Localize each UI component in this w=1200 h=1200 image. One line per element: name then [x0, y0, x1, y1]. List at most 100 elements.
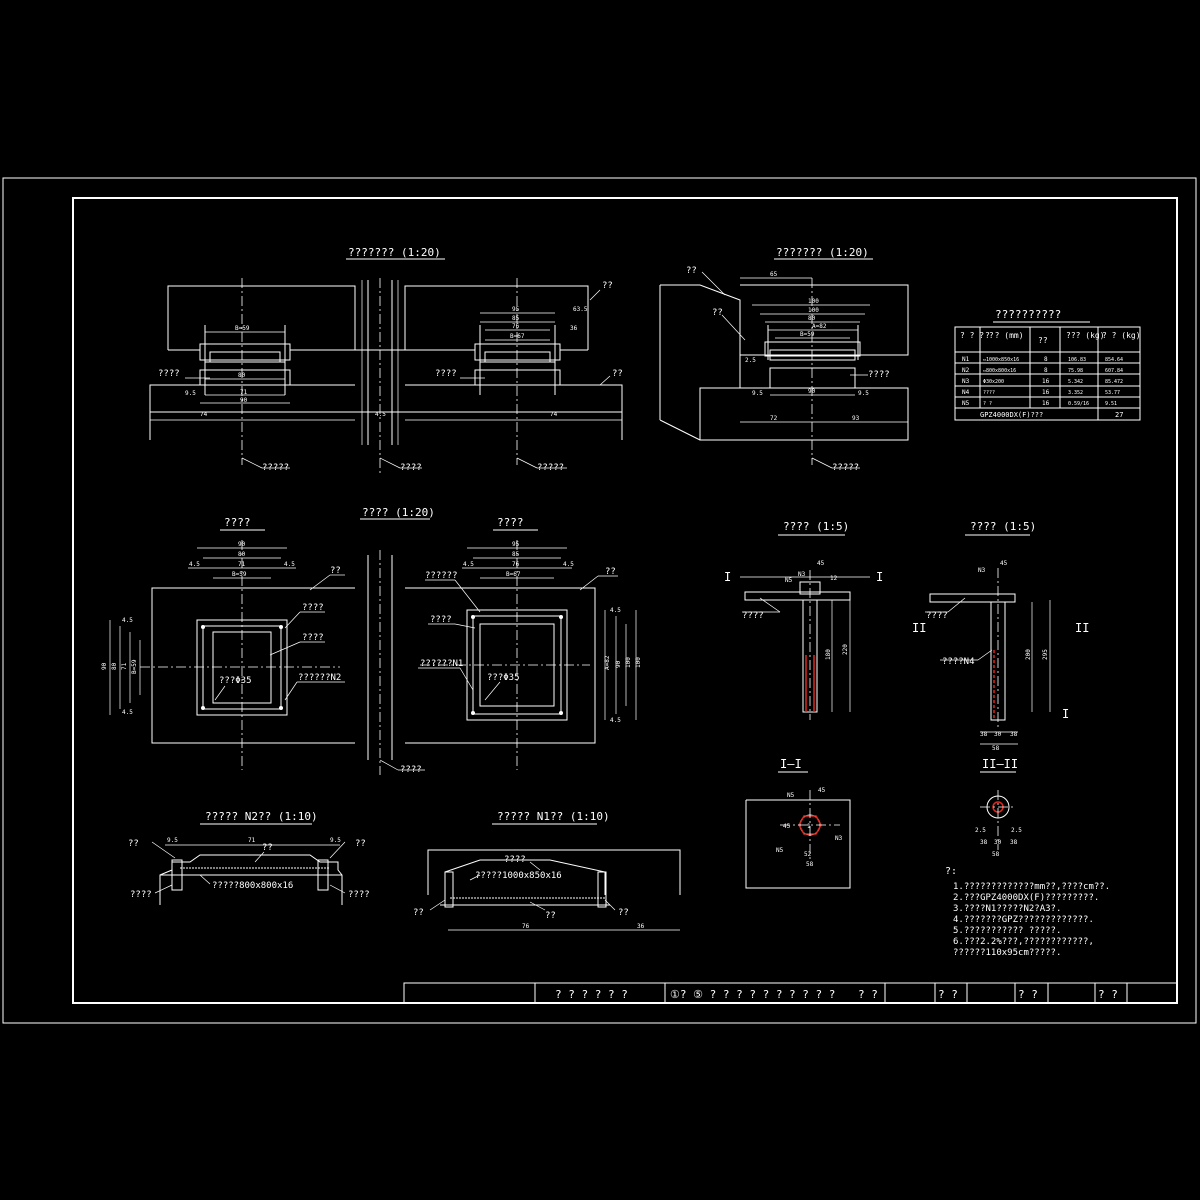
section-ii-dim-2-5b: 2.5 — [1011, 827, 1022, 834]
dim-9-5-right-b: 9.5 — [858, 390, 869, 397]
plan-dim-95: 95 — [512, 541, 520, 548]
label-cl-right: ????? — [832, 463, 859, 473]
anchor-a-dim-12: 12 — [830, 575, 838, 582]
label-deck-right: ?? — [686, 266, 697, 276]
section-ii-dim-2-5a: 2.5 — [975, 827, 986, 834]
section-i-dim-45b: 45 — [783, 823, 791, 830]
section-i-core: 1 — [807, 823, 811, 830]
n2-label-beam: ?? — [128, 839, 139, 849]
plan-dim-side-80: 80 — [111, 662, 118, 670]
title-cell-3: ? ? — [858, 988, 878, 1001]
note-1: 1.?????????????mm??,????cm??. — [953, 882, 1110, 892]
anchor-a-sec-right: I — [876, 570, 883, 584]
section-i-n3: N3 — [835, 835, 843, 842]
td-3-1: ???? — [983, 390, 995, 396]
plan-dim-side-110: 100 — [635, 657, 642, 668]
td-0-4: 854.64 — [1105, 357, 1123, 363]
dim-81: 80 — [808, 315, 816, 322]
anchor-detail-a: ???? (1:5) I I 220 180 45 12 N3 N5 ???? — [724, 520, 883, 720]
dim-63-5: 63.5 — [573, 306, 588, 313]
table-footer-label: GPZ4000DX(F)??? — [980, 411, 1043, 419]
plan-label-hole-right: ???Φ35 — [487, 673, 520, 683]
dim-a82: A=82 — [812, 323, 827, 330]
plan-dim-r-side-4-5a: 4.5 — [610, 607, 621, 614]
dim-74-left: 74 — [200, 411, 208, 418]
td-2-0: N3 — [962, 378, 970, 385]
td-1-4: 607.84 — [1105, 368, 1123, 374]
anchor-a-title: ???? (1:5) — [783, 520, 849, 533]
anchor-a-sec-left: I — [724, 570, 731, 584]
dim-71-left: 71 — [240, 389, 248, 396]
n2-label-top: ?? — [262, 843, 273, 853]
plan-label-a: ???? — [302, 603, 324, 613]
td-3-0: N4 — [962, 389, 970, 396]
dim-36: 36 — [570, 325, 578, 332]
section-ii-dim-38b: 38 — [1010, 839, 1018, 846]
td-4-4: 9.51 — [1105, 401, 1117, 407]
outer-frame — [2, 177, 1197, 1024]
section-i-dim-58: 58 — [806, 861, 814, 868]
note-2: 2.???GPZ4000DX(F)?????????. — [953, 893, 1099, 903]
label-bearing-left: ???? — [158, 369, 180, 379]
plan-view: ???? (1:20) ???? ???? 90 — [101, 506, 642, 775]
title-cell-4: ? ? — [938, 988, 958, 1001]
td-4-2: 16 — [1042, 400, 1050, 407]
n2-dim-9-5a: 9.5 — [167, 837, 178, 844]
section-ii-dim-30: 30 — [994, 839, 1002, 846]
label-bearing-right-view: ???? — [868, 370, 890, 380]
notes-block: ?: 1.?????????????mm??,????cm??. 2.???GP… — [945, 866, 1110, 958]
plan-dim-side-71: 71 — [121, 662, 128, 670]
anchor-b-label-q4: ???? — [926, 611, 948, 621]
dim-85: 85 — [512, 315, 520, 322]
th-2: ?? — [1038, 336, 1048, 345]
dim-9-5-right-a: 9.5 — [752, 390, 763, 397]
n2-dim-9-5b: 9.5 — [330, 837, 341, 844]
plan-dim-b67: B=67 — [506, 571, 521, 578]
plan-dim-side-91: 90 — [615, 660, 622, 668]
section-i-n5: N5 — [787, 792, 795, 799]
n2-label-pier-right: ???? — [348, 890, 370, 900]
table-footer-value: 27 — [1115, 411, 1123, 419]
section-i-dim-52: 52 — [804, 851, 812, 858]
plan-dim-r-4-5b: 4.5 — [563, 561, 574, 568]
plan-label-b: ???? — [302, 633, 324, 643]
anchor-a-dim-45: 45 — [817, 560, 825, 567]
plan-title: ???? (1:20) — [362, 506, 435, 519]
material-table: ?????????? ? ? ? ? ? ? (mm) ?? ??? (kg) … — [954, 308, 1141, 421]
plan-label-n2: ??????N2 — [298, 673, 341, 683]
n1-label-plate: ?????1000x850x16 — [475, 871, 562, 881]
dim-76: 76 — [512, 323, 520, 330]
anchor-b-label-n4: ????N4 — [942, 657, 975, 667]
table-title: ?????????? — [995, 308, 1061, 321]
title-cell-2: ①? ⑤ ? ? ? ? ? ? ? ? ? ? — [670, 988, 835, 1001]
anchor-b-sec-left: II — [912, 621, 926, 635]
dim-28: 2.5 — [745, 357, 756, 364]
anchor-a-dim-220: 220 — [842, 644, 849, 655]
dim-b59-right: B=59 — [800, 331, 815, 338]
note-5: 5.??????????? ?????. — [953, 926, 1061, 936]
note-4: 4.???????GPZ?????????????. — [953, 915, 1094, 925]
n1-label-top: ???? — [504, 855, 526, 865]
plan-label-q6: ?????? — [425, 571, 458, 581]
dim-91: 90 — [808, 388, 816, 395]
n2-label-beam-right: ?? — [355, 839, 366, 849]
plan-right-sub: ???? — [497, 516, 524, 529]
plan-label-c: ???? — [430, 615, 452, 625]
anchor-b-dim-295: 295 — [1042, 649, 1049, 660]
plan-dim-r-4-5a: 4.5 — [463, 561, 474, 568]
td-3-3: 3.352 — [1068, 390, 1083, 396]
label-cl-left-1: ????? — [262, 463, 289, 473]
plan-label-pier-left: ?? — [330, 566, 341, 576]
plan-dim-side-a82: A=82 — [604, 655, 611, 670]
title-cell-1: ? ? ? ? ? ? — [555, 988, 628, 1001]
dim-72: 72 — [770, 415, 778, 422]
td-2-3: 5.342 — [1068, 379, 1083, 385]
dim-65: 65 — [770, 271, 778, 278]
plan-label-hole-left: ???Φ35 — [219, 676, 252, 686]
td-4-0: N5 — [962, 400, 970, 407]
title-cell-6: ? ? — [1098, 988, 1118, 1001]
notes-head: ?: — [945, 866, 957, 877]
plan-left-sub: ???? — [224, 516, 251, 529]
section-ii-dim-38a: 38 — [980, 839, 988, 846]
